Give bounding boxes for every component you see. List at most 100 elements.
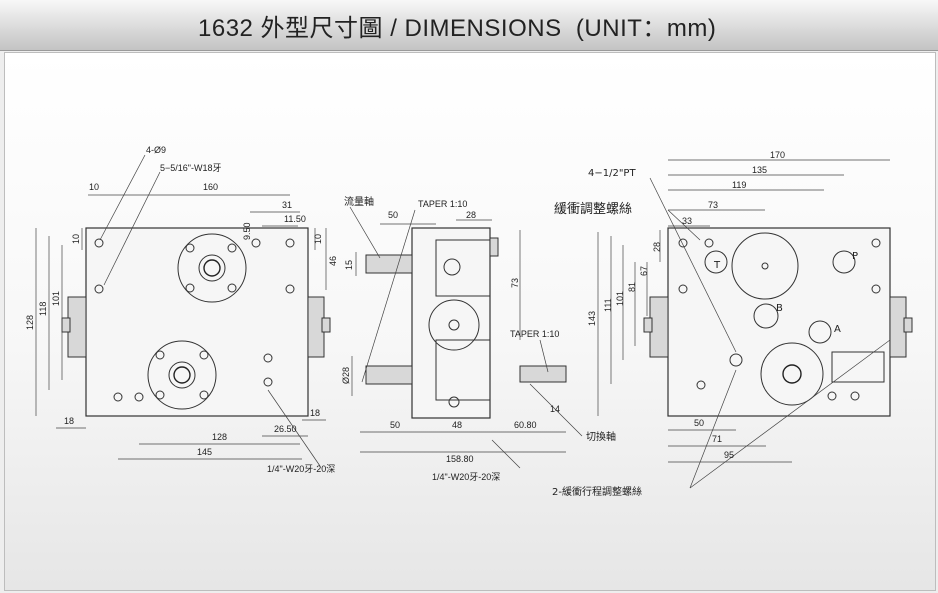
dim-18b: 18	[310, 408, 320, 418]
mount-hole	[696, 380, 706, 390]
dim-111: 111	[603, 298, 613, 312]
mount-hole	[678, 284, 688, 294]
dim-128: 128	[25, 315, 35, 330]
port-p	[832, 250, 856, 274]
left-bottom-thread: 1/4"-W20牙-20深	[267, 464, 335, 474]
flange-bolt	[155, 350, 165, 360]
dim-160: 160	[203, 182, 218, 192]
center-cap	[489, 237, 499, 257]
center-body	[411, 227, 491, 419]
dim-10: 10	[89, 182, 99, 192]
holes-label: 4-Ø9	[146, 145, 166, 155]
dim-33: 33	[682, 216, 692, 226]
port-t	[704, 250, 728, 274]
port-label: 4−1/2"PT	[588, 168, 636, 179]
dim-67: 67	[639, 266, 649, 276]
dim-101: 101	[51, 291, 61, 306]
lower-flange	[147, 340, 217, 410]
dim-48: 48	[452, 420, 462, 430]
dim-28: 28	[652, 242, 662, 252]
flange-bolt	[155, 390, 165, 400]
mount-hole	[263, 353, 273, 363]
flange-bolt	[199, 350, 209, 360]
mount-hole	[871, 238, 881, 248]
mount-hole	[285, 284, 295, 294]
dim-31: 31	[282, 200, 292, 210]
dim-73: 73	[510, 278, 520, 288]
dim-71: 71	[712, 434, 722, 444]
dim-15: 15	[344, 260, 354, 270]
mount-hole	[285, 238, 295, 248]
port-b-label: B	[776, 303, 783, 314]
mount-hole	[113, 392, 123, 402]
dim-145: 145	[197, 447, 212, 457]
flow-label: 流量軸	[344, 195, 374, 208]
taper-bottom-label: TAPER 1:10	[510, 329, 559, 339]
mount-hole	[251, 238, 261, 248]
right-left-bolt	[643, 317, 653, 333]
port-b	[753, 303, 779, 329]
dim-50: 50	[388, 210, 398, 220]
port-t-label: T	[713, 260, 721, 271]
stroke-label: 2-緩衝行程調整螺絲	[552, 485, 642, 498]
dim-10c: 10	[313, 234, 323, 244]
center-bore	[448, 319, 460, 331]
left-bolt	[61, 317, 71, 333]
center-flange	[428, 299, 480, 351]
bottom-shaft	[365, 365, 413, 385]
lower-shaft	[173, 366, 191, 384]
left-side-block	[67, 296, 87, 358]
upper-shaft	[203, 259, 221, 277]
right-view: 4−1/2"PT 緩衝調整螺絲 2-緩衝行程調整螺絲 T P B A 170 1…	[552, 150, 913, 498]
center-port	[443, 258, 461, 276]
mount-hole	[827, 391, 837, 401]
mount-hole	[134, 392, 144, 402]
taper-top-label: TAPER 1:10	[418, 199, 467, 209]
dim-18a: 18	[64, 416, 74, 426]
port-a	[808, 320, 832, 344]
flange-bolt	[185, 243, 195, 253]
dim-60-80: 60.80	[514, 420, 537, 430]
nameplate	[831, 351, 885, 383]
dim-46: 46	[328, 256, 338, 266]
flange-bolt	[199, 390, 209, 400]
page-title: 1632 外型尺寸圖 / DIMENSIONS (UNIT：mm)	[198, 14, 717, 42]
main-port-center	[761, 262, 769, 270]
lower-port-flange	[760, 342, 824, 406]
mount-hole	[263, 377, 273, 387]
dim-170: 170	[770, 150, 785, 160]
flange-bolt	[227, 243, 237, 253]
dim-101: 101	[615, 291, 625, 306]
dim-phi28: Ø28	[341, 367, 351, 384]
upper-flange	[177, 233, 247, 303]
dim-50: 50	[694, 418, 704, 428]
center-bottom-thread: 1/4"-W20牙-20深	[432, 472, 500, 482]
mount-hole	[678, 238, 688, 248]
buffer-screw	[729, 353, 743, 367]
dim-128b: 128	[212, 432, 227, 442]
main-port-flange	[731, 232, 799, 300]
dim-50b: 50	[390, 420, 400, 430]
dim-14: 14	[550, 404, 560, 414]
switch-label: 切換軸	[586, 430, 616, 443]
dim-158-80: 158.80	[446, 454, 474, 464]
upper-bore	[198, 254, 226, 282]
right-shaft	[519, 365, 567, 383]
buffer-label: 緩衝調整螺絲	[554, 202, 632, 217]
center-view: 流量軸 TAPER 1:10 TAPER 1:10 切換軸 50 28 15 7…	[341, 195, 616, 482]
thread-label: 5−5/16"-W18牙	[160, 163, 221, 173]
upper-block	[435, 239, 491, 297]
flange-bolt	[185, 283, 195, 293]
right-bolt	[321, 317, 331, 333]
port-p-label: P	[852, 251, 858, 262]
dim-135: 135	[752, 165, 767, 175]
lower-block	[435, 339, 491, 401]
dim-143: 143	[587, 311, 597, 326]
left-view: 4-Ø9 5−5/16"-W18牙 10 160 31 11.50 9.50 1…	[25, 145, 338, 474]
dim-11-50: 11.50	[284, 214, 306, 224]
dim-73: 73	[708, 200, 718, 210]
dim-26-50: 26.50	[274, 424, 297, 434]
top-shaft	[365, 254, 413, 274]
